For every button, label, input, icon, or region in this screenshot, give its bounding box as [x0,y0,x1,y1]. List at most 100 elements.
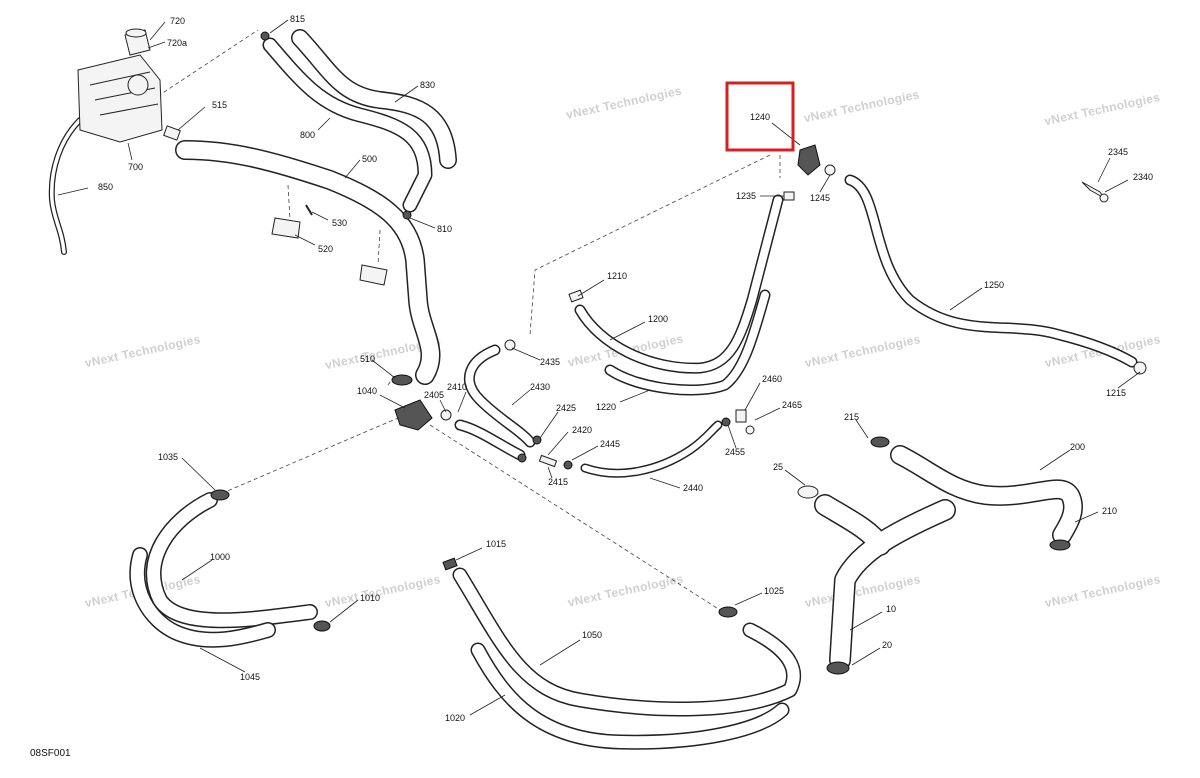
watermark: vNext Technologies [803,572,921,610]
callout-1220: 1220 [596,402,616,412]
callout-1010: 1010 [360,593,380,603]
clamp-1025 [718,606,738,618]
callout-850: 850 [98,182,113,192]
fittings-2455-2465 [721,409,755,435]
highlight-box [725,81,795,152]
callout-20: 20 [882,640,892,650]
watermark: vNext Technologies [802,87,920,125]
callout-1035: 1035 [158,452,178,462]
callout-2445: 2445 [600,439,620,449]
housing-1040 [394,399,433,431]
clamp-215 [870,436,890,448]
callout-1050: 1050 [582,630,602,640]
callout-2440: 2440 [683,483,703,493]
callout-1025: 1025 [764,586,784,596]
watermark: vNext Technologies [803,332,921,370]
callout-2465: 2465 [782,400,802,410]
callout-25: 25 [773,462,783,472]
callout-500: 500 [362,154,377,164]
callout-1200: 1200 [648,314,668,324]
callout-520: 520 [318,244,333,254]
callout-815: 815 [290,14,305,24]
clamp-1215 [1133,361,1147,375]
hose-1020 [470,642,790,750]
sensor-2340 [1081,181,1109,203]
fitting-1240 [797,144,836,176]
callout-2430: 2430 [530,382,550,392]
callout-210: 210 [1102,506,1117,516]
clamp-510 [391,374,413,386]
overflow-tube-850 [48,117,83,255]
fitting-1015 [442,557,458,571]
dash-line [377,229,381,266]
callout-1000: 1000 [210,552,230,562]
callout-1250: 1250 [984,280,1004,290]
hoses [48,29,1138,750]
clamp-210 [1049,539,1071,551]
clamp-1035 [210,489,230,501]
callout-720a: 720a [167,38,187,48]
callout-530: 530 [332,218,347,228]
watermark: vNext Technologies [1043,572,1161,610]
clamp-20 [826,661,850,675]
clamp-815 [260,31,270,41]
hose-1220 [604,289,771,396]
hose-500 [175,140,441,385]
plug-1210 [568,289,584,303]
hose-1000 [145,492,318,629]
hose-1250 [844,174,1138,368]
callout-200: 200 [1070,442,1085,452]
callout-1015: 1015 [486,539,506,549]
callout-2425: 2425 [556,403,576,413]
hose-2410 [454,419,526,461]
callout-810: 810 [437,224,452,234]
callout-2410: 2410 [447,382,467,392]
assembly-dashed-lines [151,29,781,611]
watermark: vNext Technologies [565,84,683,122]
clamp-810 [402,210,412,220]
callout-10: 10 [886,604,896,614]
callout-800: 800 [300,130,315,140]
callout-1020: 1020 [445,713,465,723]
watermark: vNext Technologies [323,572,441,610]
hose-1050 [452,567,802,717]
callout-1210: 1210 [607,271,627,281]
callout-510: 510 [360,354,375,364]
callout-2415: 2415 [548,477,568,487]
hose-830 [291,29,457,169]
clamp-1010 [313,620,331,632]
dash-line [224,411,413,493]
callout-515: 515 [212,100,227,110]
bracket-520 [271,217,388,286]
callout-1045: 1045 [240,672,260,682]
fittings [77,28,1147,675]
callout-830: 830 [420,80,435,90]
dash-line [151,29,259,101]
callout-2420: 2420 [572,425,592,435]
bolt-530 [305,204,313,216]
hose-1045 [129,547,276,648]
callout-1240: 1240 [750,112,770,122]
leader-lines [57,19,1141,716]
hose-2430 [463,344,536,448]
watermark: vNext Technologies [1043,90,1161,128]
callout-1215: 1215 [1106,388,1126,398]
callout-1245: 1245 [810,193,830,203]
hose-1200 [574,194,784,374]
dash-line [429,424,721,611]
clamp-2435 [504,339,516,351]
callout-2345: 2345 [1108,147,1128,157]
callout-2460: 2460 [762,374,782,384]
connector-515 [163,125,181,141]
hose-10 [814,494,956,671]
cap-720 [124,28,151,56]
callout-720: 720 [170,16,185,26]
dash-line [287,184,291,221]
watermark: vNext Technologies [566,571,684,609]
hose-800 [262,37,433,213]
hose-200 [890,445,1083,545]
watermark: vNext Technologies [83,332,201,370]
clamp-25 [797,485,819,499]
dash-line [529,154,781,336]
